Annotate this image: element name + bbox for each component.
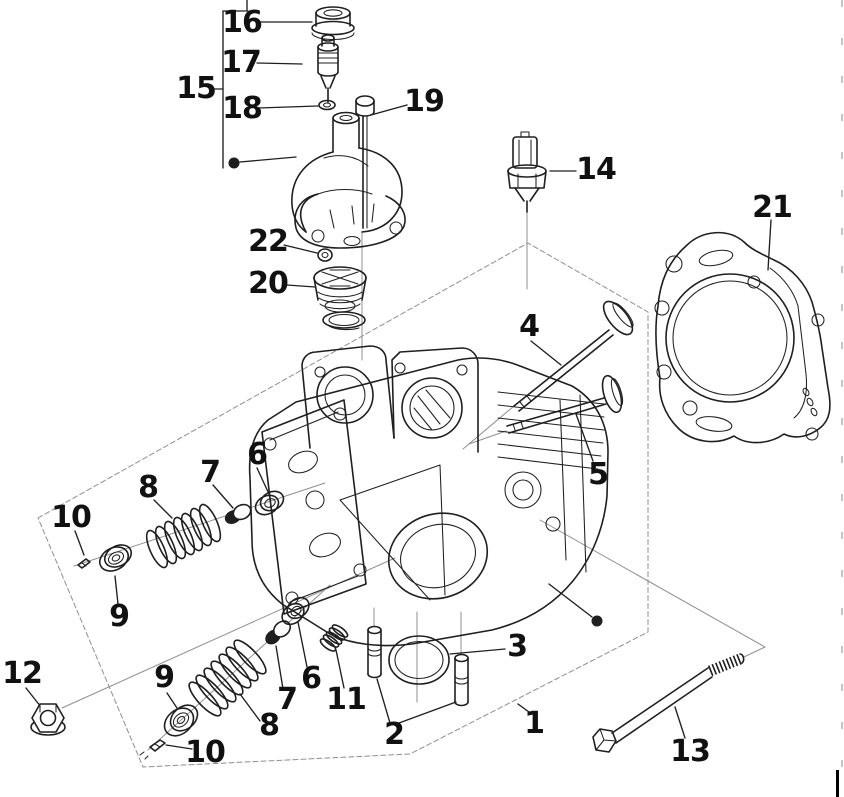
small-spring-part-11 — [319, 624, 349, 652]
thermostat-cover — [291, 111, 406, 249]
callout-5[interactable]: 5 — [588, 457, 609, 492]
valve-seal-upper-part-6 — [254, 490, 285, 516]
dowel-pin-part-2b — [454, 653, 469, 707]
callout-1[interactable]: 1 — [524, 706, 545, 741]
oring-part-22 — [317, 248, 333, 262]
cap-part-16 — [311, 6, 355, 41]
leader-lines — [25, 21, 772, 750]
callout-11[interactable]: 11 — [326, 682, 367, 717]
spring-retainer-upper-part-9 — [98, 544, 133, 572]
callout-4[interactable]: 4 — [519, 309, 540, 344]
valve-spring-lower-part-8 — [188, 639, 267, 717]
callout-9-lower[interactable]: 9 — [154, 660, 175, 695]
callout-13[interactable]: 13 — [670, 734, 711, 769]
callout-12[interactable]: 12 — [2, 656, 43, 691]
valve-part-5 — [506, 374, 624, 434]
callout-20[interactable]: 20 — [248, 266, 289, 301]
head-gasket-part-21 — [654, 231, 831, 444]
valve-seal-lower-part-6 — [281, 596, 310, 626]
group-marker-dot — [228, 156, 603, 627]
oring-part-3 — [388, 635, 450, 685]
valve-spring-upper-part-8 — [145, 503, 222, 569]
valve-part-4 — [513, 300, 634, 412]
callout-14[interactable]: 14 — [576, 152, 617, 187]
bolt-part-19 — [355, 95, 375, 229]
spring-seat-lower-part-7 — [265, 620, 292, 645]
spring-retainer-lower-part-9 — [163, 704, 199, 737]
callout-8-lower[interactable]: 8 — [259, 708, 280, 743]
callout-16[interactable]: 16 — [222, 5, 263, 40]
washer-part-18 — [318, 99, 336, 111]
callout-17[interactable]: 17 — [221, 45, 262, 80]
callout-18[interactable]: 18 — [222, 91, 263, 126]
callout-2[interactable]: 2 — [384, 717, 405, 752]
callout-21[interactable]: 21 — [752, 190, 793, 225]
callout-15[interactable]: 15 — [176, 71, 217, 106]
callout-6-lower[interactable]: 6 — [301, 661, 322, 696]
valve-cotter-upper-part-10 — [77, 558, 91, 569]
page-edge-dashes — [841, 0, 843, 797]
spring-seat-upper-part-7 — [224, 503, 252, 524]
callout-22[interactable]: 22 — [248, 224, 289, 259]
callout-10-lower[interactable]: 10 — [185, 735, 226, 770]
callout-3[interactable]: 3 — [507, 629, 528, 664]
callout-7-upper[interactable]: 7 — [200, 455, 221, 490]
callout-6-upper[interactable]: 6 — [247, 437, 268, 472]
callout-7-lower[interactable]: 7 — [277, 682, 298, 717]
flange-nut-part-12 — [30, 703, 66, 736]
dowel-pin-part-2a — [367, 625, 382, 679]
callout-10-upper[interactable]: 10 — [51, 500, 92, 535]
callout-19[interactable]: 19 — [404, 84, 445, 119]
valve-cotter-lower-part-10 — [139, 739, 166, 760]
temp-sensor-part-14 — [507, 131, 547, 213]
callout-9-upper[interactable]: 9 — [109, 599, 130, 634]
page-corner-bar — [836, 770, 839, 797]
hex-bolt-part-13 — [592, 653, 745, 753]
cylinder-head — [248, 345, 609, 647]
callout-8-upper[interactable]: 8 — [138, 470, 159, 505]
callout-15-bracket — [211, 0, 249, 169]
sensor-part-17 — [317, 34, 339, 103]
thermostat-part-20 — [313, 266, 367, 331]
